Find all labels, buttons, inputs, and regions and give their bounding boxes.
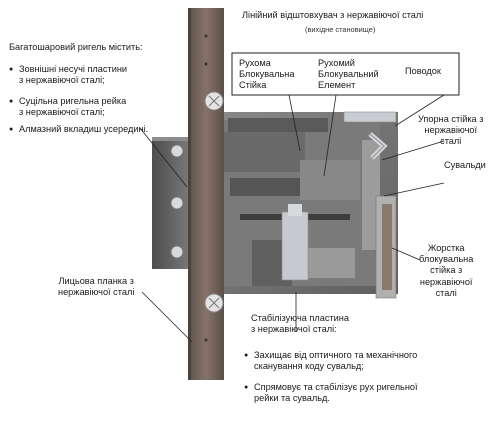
plate-bullet-2-text: Спрямовує та стабілізує рух ригельної ре… — [254, 382, 418, 404]
bolt-heading: Багатошаровий ригель містить: — [9, 42, 143, 52]
faceplate — [188, 8, 224, 380]
plate-bullet-1: Захищає від оптичного та механічного ска… — [244, 350, 418, 372]
lock-body — [203, 112, 398, 294]
bolt-bullet-1-text: Зовнішні несучі пластини з нержавіючої с… — [19, 64, 128, 86]
thrust-stand-label: Упорна стійка з нержавіючої сталі — [418, 114, 484, 147]
box-label-moving-element: Рухомий Блокувальний Елемент — [318, 58, 379, 91]
bolt-bullet-3: Алмазний вкладиш усередині. — [9, 124, 149, 135]
plate-label: Стабілізуюча пластина з нержавіючої стал… — [251, 313, 349, 335]
callout-box — [231, 52, 460, 177]
plate-bullet-2: Спрямовує та стабілізує рух ригельної ре… — [244, 382, 418, 404]
bolt-bullet-2-text: Суцільна ригельна рейка з нержавіючої ст… — [19, 96, 127, 118]
rigid-stand-label: Жорстка блокувальна стійка з нержавіючої… — [419, 243, 474, 298]
pusher-subtitle: (вихідне становище) — [305, 25, 376, 34]
pusher-title: Лінійний відштовхувач з нержавіючої стал… — [242, 10, 424, 20]
faceplate-label: Лицьова планка з нержавіючої сталі — [58, 276, 135, 298]
stabilizing-plate — [281, 204, 309, 281]
bolt-bullet-1: Зовнішні несучі пластини з нержавіючої с… — [9, 64, 128, 86]
bolt-bullet-2: Суцільна ригельна рейка з нержавіючої ст… — [9, 96, 127, 118]
plate-bullet-1-text: Захищає від оптичного та механічного ска… — [254, 350, 418, 372]
box-label-moving-stand: Рухома Блокувальна Стійка — [239, 58, 295, 91]
linear-pusher — [343, 111, 397, 160]
bolt-bullet-3-text: Алмазний вкладиш усередині. — [19, 124, 149, 134]
box-label-driver: Поводок — [405, 66, 441, 76]
levers-label: Сувальди — [444, 160, 486, 170]
lever-stack — [362, 140, 397, 299]
bolt-block — [152, 137, 190, 269]
